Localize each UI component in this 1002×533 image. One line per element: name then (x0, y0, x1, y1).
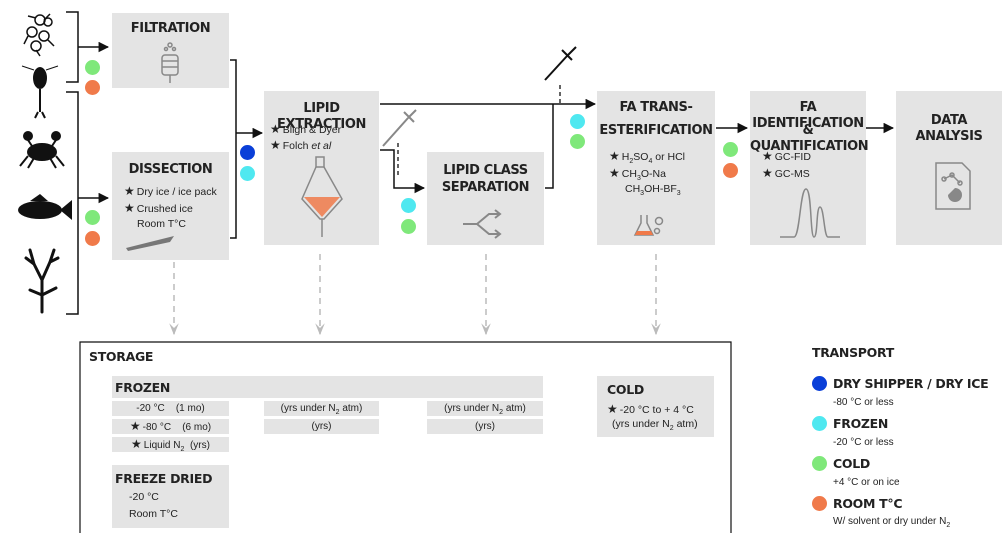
frozen-dot (401, 198, 416, 213)
room-temp-dot (85, 231, 100, 246)
fa-trans-item: ★H2SO4 or HCl (609, 149, 686, 166)
class-storage-cell: (yrs) (427, 419, 543, 434)
star-icon: ★ (609, 166, 620, 180)
legend-desc: +4 °C or on ice (833, 477, 900, 488)
cold-dot (723, 142, 738, 157)
legend-cold-dot (812, 456, 827, 471)
frozen-dot (570, 114, 585, 129)
freeze-dried-item: -20 °C (129, 491, 159, 503)
dissection-title: DISSECTION (128, 162, 213, 177)
fish-icon (18, 194, 72, 220)
chromatogram-icon (780, 188, 840, 238)
freeze-dried-title: FREEZE DRIED (115, 471, 213, 486)
legend-label: FROZEN (833, 416, 889, 431)
dry-ice-dot (240, 145, 255, 160)
star-icon: ★ (270, 122, 281, 136)
room-temp-dot (85, 80, 100, 95)
legend-frozen-dot (812, 416, 827, 431)
legend-dry-ice-dot (812, 376, 827, 391)
legend-desc: W/ solvent or dry under N2 (833, 516, 951, 529)
class-storage-cell: (yrs under N2 atm) (427, 401, 543, 416)
fa-id-box: FA IDENTIFICATION & QUANTIFICATION ★GC-F… (750, 91, 869, 245)
fa-trans-item: ★CH3O-Na (609, 166, 666, 183)
fa-id-title-2: & QUANTIFICATION (750, 123, 869, 154)
cold-storage-title: COLD (607, 382, 644, 397)
filtration-title: FILTRATION (130, 21, 211, 36)
fa-id-title-1: FA IDENTIFICATION (752, 100, 864, 131)
frozen-row: ★Liquid N2 (yrs) (112, 437, 229, 453)
flask-gear-icon (633, 215, 664, 236)
legend-room-temp-dot (812, 496, 827, 511)
filter-icon (161, 42, 179, 83)
dissection-item: Room T°C (137, 218, 186, 230)
cold-dot (401, 219, 416, 234)
star-icon: ★ (124, 184, 135, 198)
extraction-item: ★Folch et al (270, 138, 332, 152)
frozen-header: FROZEN (112, 376, 543, 398)
star-icon: ★ (762, 166, 773, 180)
freeze-dried-box: FREEZE DRIED -20 °C Room T°C (112, 465, 229, 528)
storage-title: STORAGE (89, 349, 154, 364)
legend-label: COLD (833, 456, 870, 471)
fa-id-item: ★GC-FID (762, 149, 811, 163)
syringe-icon (544, 46, 577, 81)
dissection-item: ★Dry ice / ice pack (124, 184, 217, 198)
cold-storage-box: COLD ★-20 °C to + 4 °C (yrs under N2 atm… (597, 376, 714, 437)
freeze-dried-item: Room T°C (129, 508, 178, 520)
separatory-funnel-icon (301, 156, 343, 237)
legend-title: TRANSPORT (812, 345, 894, 360)
star-icon: ★ (131, 437, 142, 451)
lipid-class-box: LIPID CLASS SEPARATION (427, 152, 544, 245)
fa-id-item: ★GC-MS (762, 166, 810, 180)
fa-trans-title-2: ESTERIFICATION (599, 123, 713, 138)
seaweed-icon (24, 248, 60, 314)
frozen-dot (240, 166, 255, 181)
filtration-box: FILTRATION (112, 13, 229, 88)
lipid-class-title-2: SEPARATION (441, 180, 530, 195)
frozen-row: ★-80 °C (6 mo) (112, 419, 229, 434)
plankton-chain-icon (23, 13, 55, 57)
cold-dot (85, 210, 100, 225)
cold-dot (570, 134, 585, 149)
fa-trans-title-1: FA TRANS- (619, 100, 693, 115)
cold-storage-item: ★-20 °C to + 4 °C (607, 402, 694, 416)
star-icon: ★ (129, 419, 141, 433)
room-temp-dot (723, 163, 738, 178)
cold-storage-item: (yrs under N2 atm) (612, 418, 698, 433)
star-icon: ★ (762, 149, 773, 163)
extraction-storage-cell: (yrs) (264, 419, 379, 434)
star-icon: ★ (607, 402, 618, 416)
legend-desc: -20 °C or less (833, 437, 894, 448)
fa-trans-item: CH3OH-BF3 (625, 183, 681, 198)
extraction-item: ★Bligh & Dyer (270, 122, 342, 136)
fa-trans-box: FA TRANS- ESTERIFICATION ★H2SO4 or HCl ★… (597, 91, 715, 245)
copepod-icon (21, 65, 59, 119)
star-icon: ★ (609, 149, 620, 163)
data-analysis-title: DATA ANALYSIS (915, 113, 983, 144)
legend-desc: -80 °C or less (833, 397, 894, 408)
star-icon: ★ (124, 201, 135, 215)
dissection-item: ★Crushed ice (124, 201, 193, 215)
syringe-icon (382, 109, 417, 147)
frozen-storage-title: FROZEN (115, 380, 171, 395)
frozen-row: -20 °C (1 mo) (112, 401, 229, 416)
report-icon (935, 162, 971, 210)
dissection-box: DISSECTION ★Dry ice / ice pack ★Crushed … (112, 152, 229, 260)
lipid-class-title-1: LIPID CLASS (443, 163, 528, 178)
data-analysis-box: DATA ANALYSIS (896, 91, 1002, 245)
cold-dot (85, 60, 100, 75)
star-icon: ★ (270, 138, 281, 152)
split-arrows-icon (463, 209, 502, 239)
lipid-extraction-box: LIPID EXTRACTION ★Bligh & Dyer ★Folch et… (264, 91, 379, 245)
crab-icon (19, 131, 65, 169)
extraction-storage-cell: (yrs under N2 atm) (264, 401, 379, 416)
legend-label: DRY SHIPPER / DRY ICE (833, 376, 989, 391)
legend-label: ROOM T°C (833, 496, 903, 511)
knife-icon (126, 236, 174, 251)
lipid-extraction-title: LIPID EXTRACTION (276, 101, 367, 132)
